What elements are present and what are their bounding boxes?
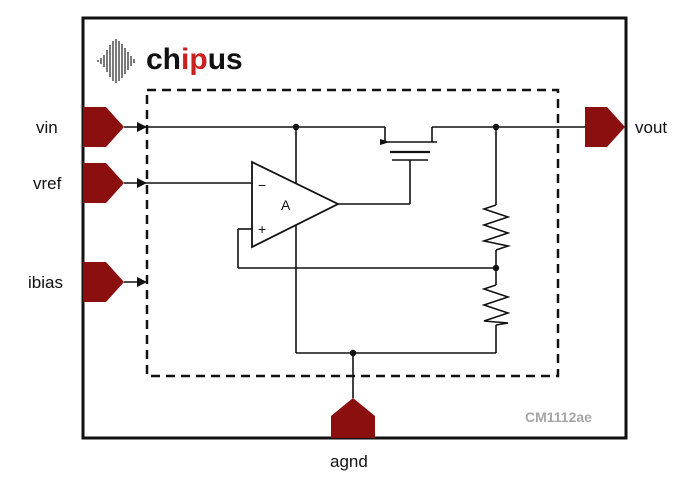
brand-prefix: ch	[146, 43, 181, 76]
pin-vref	[83, 163, 124, 203]
pin-vin	[83, 107, 124, 147]
op-amp	[251, 160, 341, 249]
waveform-icon	[97, 39, 135, 83]
pin-label-vref: vref	[33, 174, 62, 193]
noninverting-input-symbol: +	[258, 221, 266, 237]
pin-vout	[585, 107, 625, 147]
pin-ibias	[83, 262, 124, 302]
pin-label-ibias: ibias	[28, 273, 63, 292]
pass-transistor	[380, 141, 437, 161]
input-arrow-icons	[137, 122, 147, 287]
op-amp-label: A	[281, 197, 291, 213]
pin-label-agnd: agnd	[330, 452, 368, 471]
inverting-input-symbol: −	[258, 177, 266, 193]
brand-accent: ip	[181, 43, 208, 76]
resistor-top	[480, 204, 512, 251]
resistor-bottom	[481, 284, 511, 326]
pin-label-vin: vin	[36, 118, 58, 137]
wires	[124, 126, 585, 398]
transistor-arrow-icon	[380, 139, 390, 145]
junction-dots	[292, 123, 500, 357]
part-number: CM1112ae	[525, 409, 592, 425]
pin-label-vout: vout	[635, 118, 667, 137]
brand-suffix: us	[208, 43, 243, 76]
pin-agnd	[331, 398, 375, 438]
brand-logo: chipus	[146, 43, 243, 76]
